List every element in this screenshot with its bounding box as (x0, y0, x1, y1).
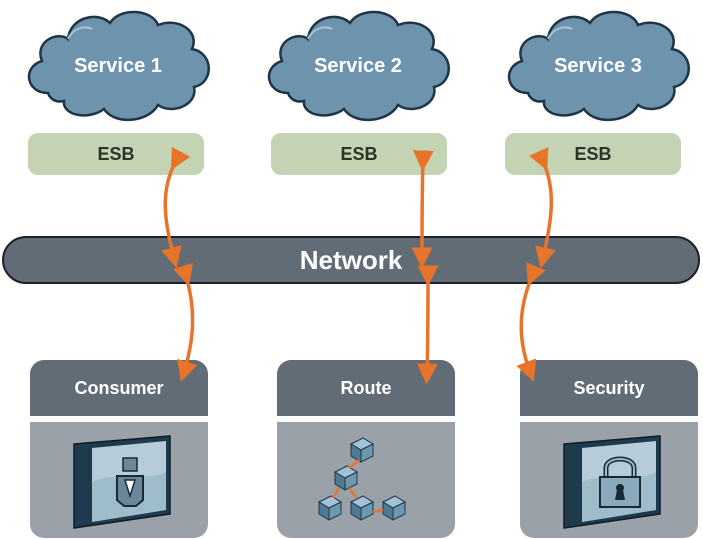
security-box[interactable]: Security (520, 360, 698, 538)
consumer-screen-icon (73, 435, 171, 529)
cloud-icon (507, 10, 690, 122)
component-title: Consumer (30, 360, 208, 416)
cube-icon (317, 495, 343, 521)
component-body (30, 422, 208, 538)
network-bar[interactable]: Network (2, 236, 700, 284)
component-title: Route (277, 360, 455, 416)
lock-screen-icon (563, 435, 661, 529)
service-label: Service 3 (554, 55, 642, 77)
component-title: Security (520, 360, 698, 416)
component-body (520, 422, 698, 538)
service-cloud-3[interactable]: Service 3 (498, 5, 698, 125)
component-body (277, 422, 455, 538)
cube-icon (349, 495, 375, 521)
esb-box-3[interactable]: ESB (505, 133, 681, 175)
cloud-icon (267, 10, 450, 122)
route-box[interactable]: Route (277, 360, 455, 538)
cube-icon (333, 465, 359, 491)
route-cubes-icon (317, 437, 407, 521)
service-cloud-1[interactable]: Service 1 (18, 5, 218, 125)
service-cloud-2[interactable]: Service 2 (258, 5, 458, 125)
arrow-network-consumer (172, 262, 198, 383)
esb-box-2[interactable]: ESB (271, 133, 447, 175)
consumer-box[interactable]: Consumer (30, 360, 208, 538)
service-label: Service 2 (314, 55, 402, 77)
cube-icon (349, 437, 375, 463)
cube-icon (381, 495, 407, 521)
service-label: Service 1 (74, 55, 162, 77)
esb-box-1[interactable]: ESB (28, 133, 204, 175)
cloud-icon (27, 10, 210, 122)
arrow-network-security (516, 262, 546, 382)
